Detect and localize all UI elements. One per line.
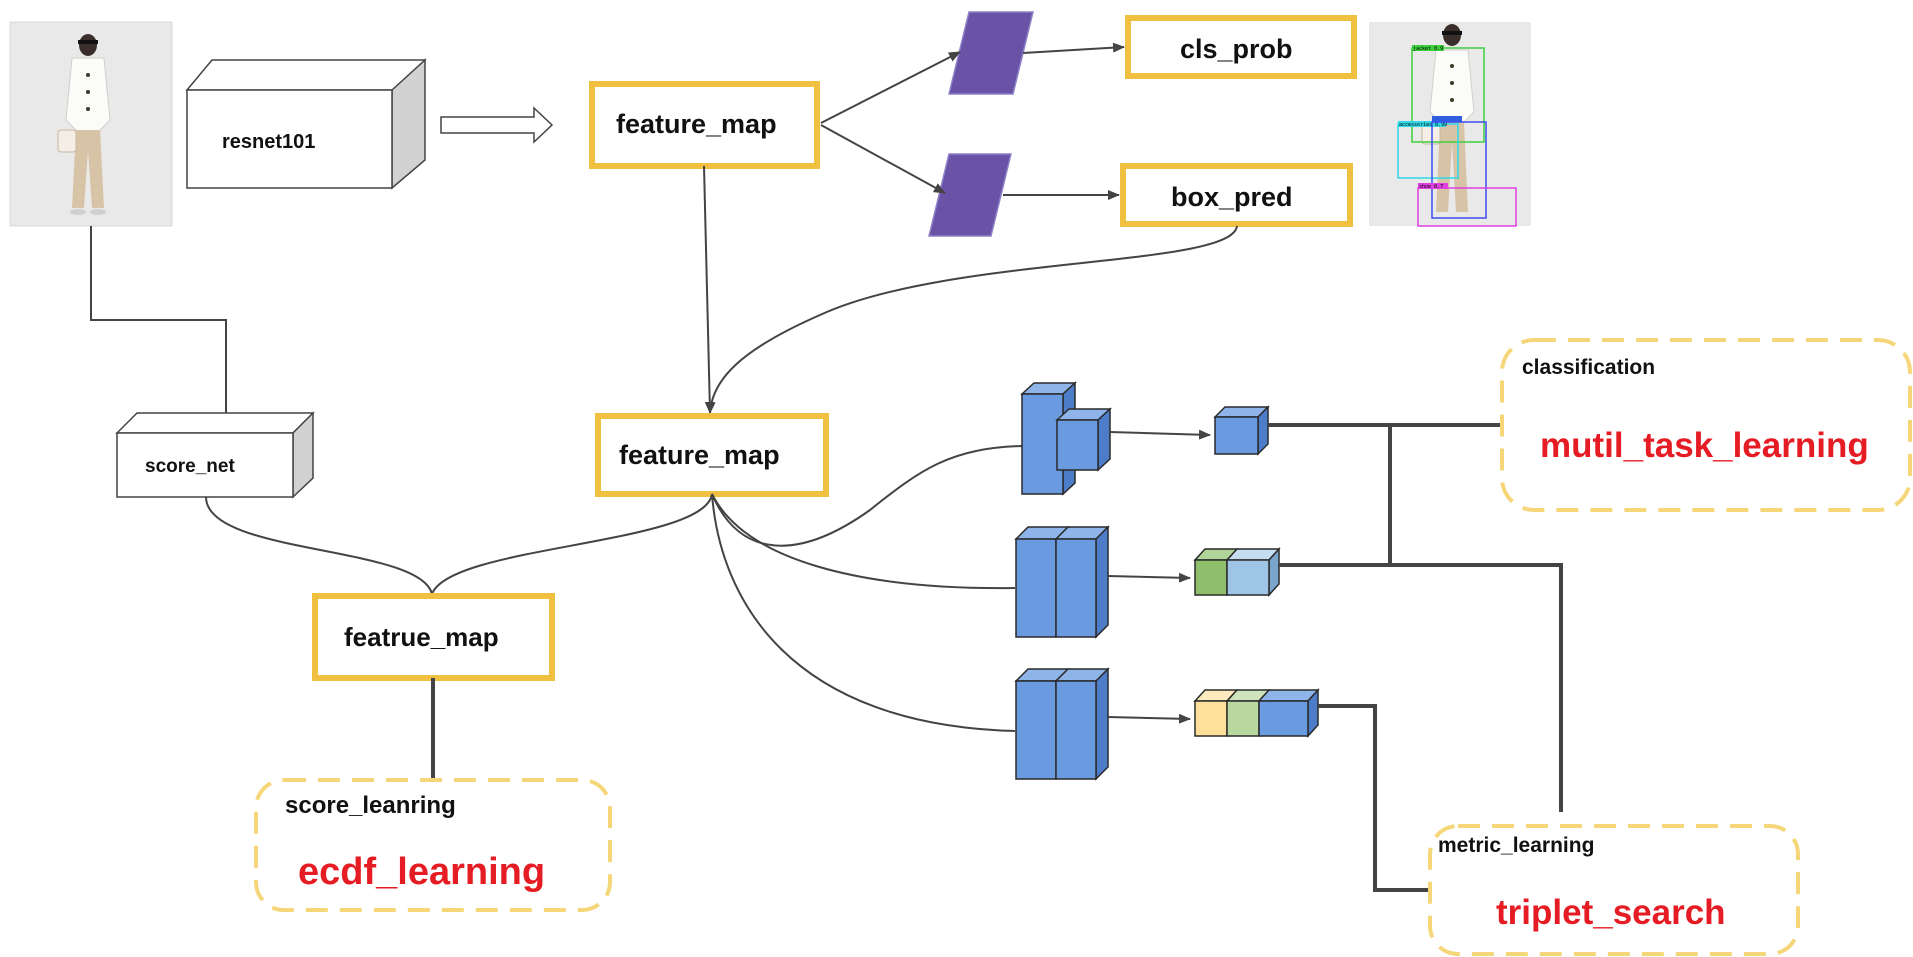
feature-map-mid-label: feature_map	[619, 440, 780, 470]
connector-branch-3-to-metric	[1318, 704, 1430, 892]
score-net-block: score_net	[115, 411, 315, 499]
input-photo	[9, 21, 173, 227]
branch-3-layers	[1014, 667, 1110, 781]
resnet101-label: resnet101	[222, 131, 315, 153]
curve-score-net-to-featrue-map	[205, 496, 433, 595]
arrow-branch-1	[1109, 429, 1211, 440]
arrow-feature-map-down	[703, 165, 715, 414]
detection-box-shoe	[1417, 187, 1517, 227]
classification-heading: classification	[1522, 356, 1655, 379]
hollow-arrow-icon	[440, 106, 554, 144]
metric-learning-heading: metric_learning	[1438, 834, 1594, 857]
branch-1-vector	[1213, 405, 1270, 456]
connector-branch-2-to-metric	[1279, 563, 1563, 812]
curve-to-branch-2	[711, 493, 1016, 590]
box-pred-label: box_pred	[1171, 182, 1293, 212]
mutil-task-learning-label: mutil_task_learning	[1540, 426, 1869, 465]
feature-map-top-label: feature_map	[616, 109, 777, 139]
featrue-map-box	[312, 593, 555, 681]
score-learning-heading: score_leanring	[285, 792, 456, 819]
arrow-branch-2	[1107, 572, 1191, 583]
detection-box-pants	[1431, 121, 1487, 219]
featrue-map-label: featrue_map	[344, 622, 499, 652]
detection-label: accessories 0.99	[1399, 122, 1447, 128]
triplet-search-label: triplet_search	[1496, 893, 1726, 932]
branch-2-layers	[1014, 525, 1110, 639]
ecdf-learning-label: ecdf_learning	[298, 851, 545, 893]
detection-label: shoe 0.7	[1419, 184, 1443, 190]
curve-to-branch-3	[711, 493, 1016, 732]
classification-group	[1500, 338, 1912, 512]
box-pred-box	[1120, 163, 1353, 227]
curve-box-pred-to-feature-map	[705, 225, 1238, 414]
resnet101-block: resnet101	[185, 58, 427, 190]
branch-2-vector	[1193, 547, 1281, 597]
branch-1-layers	[1020, 381, 1112, 496]
arrow-branch-3	[1107, 713, 1191, 724]
cls-prob-label: cls_prob	[1180, 34, 1293, 64]
arrow-to-box-head	[820, 124, 946, 194]
detection-label: jacket 0.9	[1413, 46, 1443, 52]
curve-feature-map-to-featrue-map	[431, 493, 713, 595]
arrow-to-cls-prob	[1022, 42, 1125, 54]
detection-box-jacket	[1411, 47, 1485, 143]
branch-3-vector	[1193, 688, 1320, 738]
arrow-to-cls-head	[820, 51, 961, 124]
connector-photo-to-score-net	[90, 226, 227, 414]
curve-to-branch-1	[711, 445, 1023, 547]
metric-learning-group	[1428, 824, 1800, 956]
output-photo: jacket 0.9 accessories 0.99 shoe 0.7	[1369, 22, 1531, 227]
cls-prob-box	[1125, 15, 1357, 79]
cls-head-shape	[948, 11, 1034, 95]
score-net-label: score_net	[145, 456, 235, 477]
score-learning-group	[254, 778, 612, 912]
box-head-shape	[928, 153, 1012, 237]
